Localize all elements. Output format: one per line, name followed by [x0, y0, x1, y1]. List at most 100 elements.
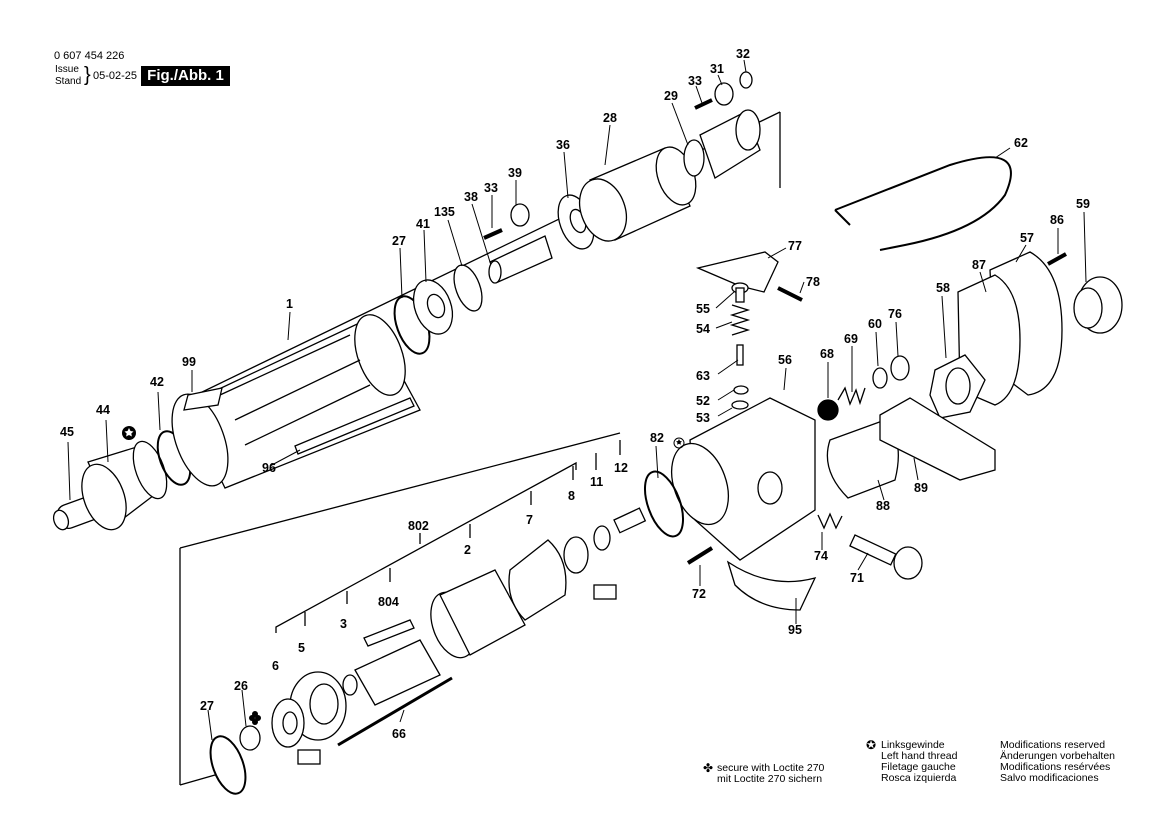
loctite-icon: ✤: [703, 761, 714, 775]
part-52-washer: [733, 385, 749, 395]
part-label: 27: [392, 234, 406, 248]
part-label: 69: [844, 332, 858, 346]
leader-lines: [67, 59, 1087, 741]
left-hand-icon: ✪: [866, 738, 877, 752]
stand-label: Stand: [55, 76, 82, 87]
loctite-symbol: [249, 711, 261, 725]
part-label: 26: [234, 679, 248, 693]
part-label: 96: [262, 461, 276, 475]
part-label: 3: [340, 617, 347, 631]
part-1-housing: [171, 314, 421, 489]
part-68-ball: [817, 399, 839, 421]
part-label: 88: [876, 499, 890, 513]
part-95-cover: [726, 560, 817, 611]
part-label: 66: [392, 727, 406, 741]
modifications-en: Modifications reserved: [1000, 739, 1106, 751]
part-135-washer: [453, 264, 483, 312]
part-label: 33: [484, 181, 498, 195]
part-78-pin: [777, 286, 803, 302]
part-label: 60: [868, 317, 882, 331]
part-label: 54: [696, 322, 710, 336]
part-label: 74: [814, 549, 828, 563]
frame-line: [179, 774, 216, 786]
part-27-lower-ring: [209, 735, 247, 795]
part-53-ring: [731, 400, 749, 410]
modifications-fr: Modifications resérvées: [1000, 761, 1111, 773]
part-8-bearing: [563, 536, 589, 574]
part-82-ring: [643, 470, 685, 538]
part-59-plug: [1073, 276, 1123, 334]
part-label: 71: [850, 571, 864, 585]
part-label: 804: [378, 595, 399, 609]
part-label: 95: [788, 623, 802, 637]
part-6-bearing: [271, 698, 305, 748]
part-label: 72: [692, 587, 706, 601]
part-60-seat: [872, 367, 888, 389]
issue-label: Issue: [55, 64, 79, 75]
loctite-mark: [593, 584, 617, 600]
part-label: 55: [696, 302, 710, 316]
part-62-wire: [834, 156, 1012, 251]
part-label: 32: [736, 47, 750, 61]
part-label: 33: [688, 74, 702, 88]
part-label: 1: [286, 297, 293, 311]
part-label: 86: [1050, 213, 1064, 227]
part-33-pin-upper: [694, 98, 713, 110]
part-38-shaft: [488, 235, 553, 284]
part-label: 76: [888, 307, 902, 321]
part-26-gear: [239, 725, 261, 751]
part-89-pad: [879, 397, 996, 481]
part-label: 11: [590, 475, 603, 489]
part-label: 41: [416, 217, 430, 231]
part-76-ring: [890, 355, 910, 381]
left-hand-text-de: Linksgewinde: [881, 739, 945, 751]
part-39-gear: [510, 203, 530, 227]
part-label: 89: [914, 481, 928, 495]
part-3-rotor: [342, 639, 441, 706]
part-label: 58: [936, 281, 950, 295]
left-hand-thread-symbol: [122, 426, 136, 440]
part-label: 135: [434, 205, 455, 219]
part-label: 87: [972, 258, 986, 272]
part-99-label: [183, 387, 223, 411]
part-72-pin: [686, 546, 714, 565]
issue-date: 05-02-25: [93, 70, 138, 82]
part-55-plunger: [731, 282, 749, 303]
part-label: 12: [614, 461, 628, 475]
part-32-gear: [739, 71, 753, 89]
part-54-spring: [729, 304, 751, 336]
part-label: 82: [650, 431, 664, 445]
part-804-vane: [363, 619, 415, 647]
part-label: 31: [710, 62, 724, 76]
part-label: 8: [568, 489, 575, 503]
part-label: 62: [1014, 136, 1028, 150]
part-label: 99: [182, 355, 196, 369]
part-label: 77: [788, 239, 802, 253]
part-2-cylinder: [430, 569, 526, 659]
part-41-bearing: [412, 279, 454, 335]
part-label: 57: [1020, 231, 1034, 245]
part-label: 78: [806, 275, 820, 289]
part-label: 38: [464, 190, 478, 204]
part-77-lever: [695, 251, 779, 293]
part-66-rod: [337, 676, 453, 747]
part-label: 7: [526, 513, 533, 527]
part-labels: 32 33 31 29 28 36 62 39 33 38 135 41 27 …: [60, 47, 1090, 741]
part-label: 5: [298, 641, 305, 655]
part-label: 29: [664, 89, 678, 103]
part-29-carrier: [683, 109, 761, 179]
part-label: 42: [150, 375, 164, 389]
left-hand-thread-symbol: [673, 437, 685, 449]
loctite-text-en: secure with Loctite 270: [717, 762, 825, 774]
part-63-pin: [736, 344, 744, 366]
part-44-nut: [81, 440, 168, 531]
part-58-nut: [929, 354, 986, 419]
part-33-pin: [483, 228, 503, 240]
part-label: 28: [603, 111, 617, 125]
loctite-text-de: mit Loctite 270 sichern: [717, 773, 823, 785]
left-hand-text-en: Left hand thread: [881, 750, 958, 762]
part-label: 68: [820, 347, 834, 361]
part-label: 53: [696, 411, 710, 425]
part-12-fitting: [613, 507, 647, 534]
modifications-de: Änderungen vorbehalten: [1000, 750, 1116, 762]
